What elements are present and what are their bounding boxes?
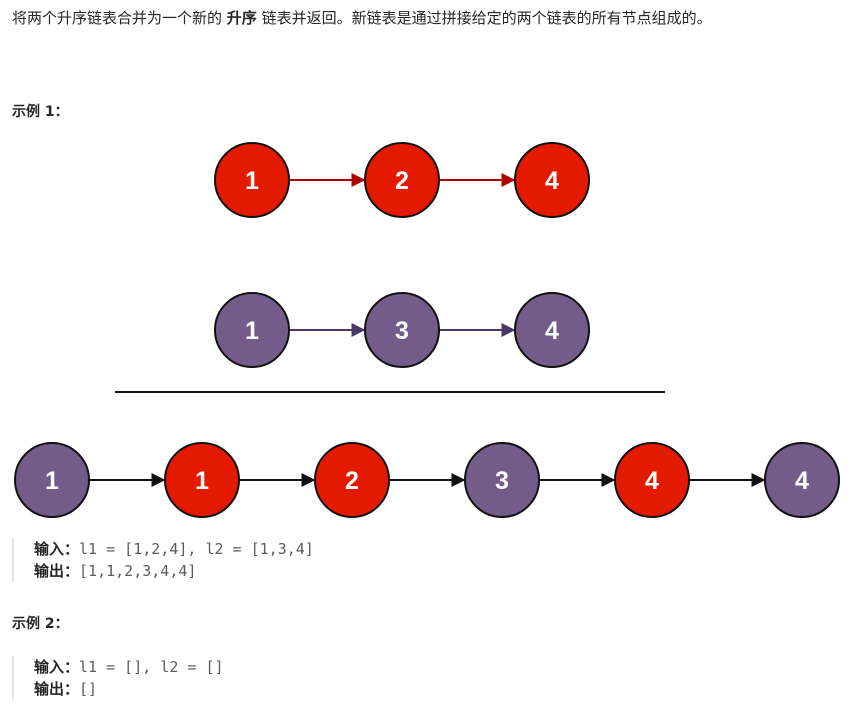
description-text-1: 将两个升序链表合并为一个新的 bbox=[12, 9, 227, 27]
list-2-node-label: 3 bbox=[395, 317, 409, 345]
example-2-input-line: 输入：l1 = [], l2 = [] bbox=[34, 656, 224, 678]
list-1-node bbox=[514, 142, 590, 218]
merged-node bbox=[314, 442, 390, 518]
merged-node bbox=[14, 442, 90, 518]
list-1-node-label: 2 bbox=[395, 167, 409, 195]
merged-node bbox=[164, 442, 240, 518]
list-1-diagram: 1 2 4 bbox=[214, 142, 590, 218]
output-label: 输出： bbox=[34, 562, 80, 580]
list-2-node-label: 1 bbox=[245, 317, 259, 345]
list-1-node-label: 1 bbox=[245, 167, 259, 195]
merged-node-label: 2 bbox=[345, 467, 359, 495]
merged-node-label: 4 bbox=[645, 467, 659, 495]
list-2-node bbox=[514, 292, 590, 368]
output-value: [1,1,2,3,4,4] bbox=[79, 562, 197, 580]
list-1-node-label: 4 bbox=[545, 167, 559, 195]
problem-description: 将两个升序链表合并为一个新的 升序 链表并返回。新链表是通过拼接给定的两个链表的… bbox=[12, 8, 842, 28]
example-1-output-line: 输出：[1,1,2,3,4,4] bbox=[34, 560, 314, 582]
merged-list-diagram: 1 1 2 3 4 4 bbox=[14, 442, 840, 518]
example-2-io-block: 输入：l1 = [], l2 = [] 输出：[] bbox=[12, 656, 224, 700]
merged-node-label: 1 bbox=[195, 467, 209, 495]
example-1-heading: 示例 1： bbox=[12, 104, 69, 120]
description-emphasis: 升序 bbox=[226, 9, 257, 27]
list-1-node bbox=[364, 142, 440, 218]
list-2-node bbox=[214, 292, 290, 368]
merged-node bbox=[614, 442, 690, 518]
merged-node-label: 1 bbox=[45, 467, 59, 495]
list-2-node-label: 4 bbox=[545, 317, 559, 345]
list-2-diagram: 1 3 4 bbox=[214, 292, 590, 368]
output-value: [] bbox=[79, 680, 98, 698]
input-value: l1 = [], l2 = [] bbox=[79, 658, 224, 676]
list-1-node bbox=[214, 142, 290, 218]
example-2-heading: 示例 2： bbox=[12, 616, 69, 632]
input-label: 输入： bbox=[34, 658, 80, 676]
merged-node-label: 4 bbox=[795, 467, 809, 495]
example-1-figure: 1 2 4 1 3 4 1 1 2 3 4 4 bbox=[14, 142, 840, 518]
output-label: 输出： bbox=[34, 680, 80, 698]
merged-node-label: 3 bbox=[495, 467, 509, 495]
list-2-node bbox=[364, 292, 440, 368]
input-label: 输入： bbox=[34, 540, 80, 558]
merged-node bbox=[764, 442, 840, 518]
example-2-output-line: 输出：[] bbox=[34, 678, 224, 700]
input-value: l1 = [1,2,4], l2 = [1,3,4] bbox=[79, 540, 314, 558]
example-1-input-line: 输入：l1 = [1,2,4], l2 = [1,3,4] bbox=[34, 538, 314, 560]
example-1-io-block: 输入：l1 = [1,2,4], l2 = [1,3,4] 输出：[1,1,2,… bbox=[12, 538, 314, 582]
merged-node bbox=[464, 442, 540, 518]
description-text-2: 链表并返回。新链表是通过拼接给定的两个链表的所有节点组成的。 bbox=[256, 9, 712, 27]
